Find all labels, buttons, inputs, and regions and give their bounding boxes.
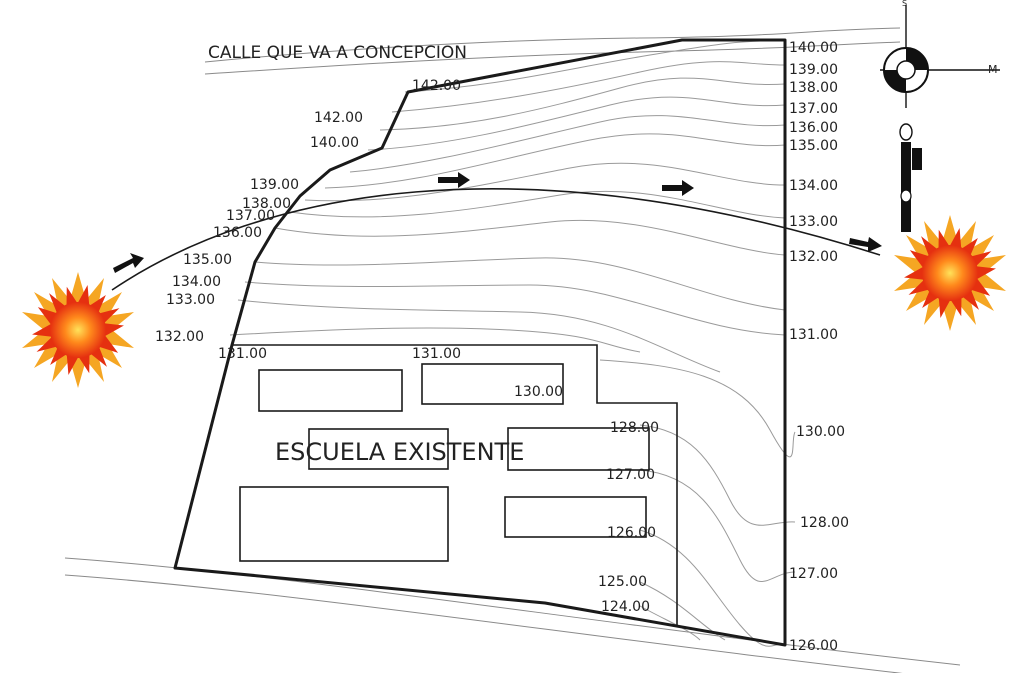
- contour-label: 134.00: [789, 178, 838, 194]
- contour-label: 134.00: [172, 274, 221, 290]
- contour-lines: [229, 39, 796, 647]
- contour-label: 127.00: [789, 566, 838, 582]
- school-outline: [232, 344, 678, 625]
- contour-label: 128.00: [610, 420, 659, 436]
- contour-label-top: 142.00: [412, 78, 461, 94]
- arrow-icon: [113, 253, 144, 273]
- street-label: CALLE QUE VA A CONCEPCION: [208, 43, 467, 63]
- contour-label: 132.00: [155, 329, 204, 345]
- contour-label: 137.00: [226, 208, 275, 224]
- contour-label: 132.00: [789, 249, 838, 265]
- contour-label: 131.00: [412, 346, 461, 362]
- contour-labels-left: 142.00 140.00 139.00 138.00 137.00 136.0…: [155, 110, 363, 345]
- contour-label: 135.00: [789, 138, 838, 154]
- contour-labels-interior: 131.00 131.00 130.00 128.00 127.00 126.0…: [218, 346, 659, 615]
- contour-label: 142.00: [314, 110, 363, 126]
- arrow-icon: [849, 237, 882, 252]
- contour-label: 136.00: [789, 120, 838, 136]
- compass-north-label: S: [902, 0, 907, 8]
- contour-label: 124.00: [601, 599, 650, 615]
- sun-path: [111, 188, 881, 291]
- contour-label: 136.00: [213, 225, 262, 241]
- contour-label: 126.00: [607, 525, 656, 541]
- contour-label: 135.00: [183, 252, 232, 268]
- compass-icon: S M: [880, 0, 1000, 108]
- contour-label: 139.00: [250, 177, 299, 193]
- contour-label: 125.00: [598, 574, 647, 590]
- contour-label: 127.00: [606, 467, 655, 483]
- contour-label: 139.00: [789, 62, 838, 78]
- contour-label: 137.00: [789, 101, 838, 117]
- marker-icon: [899, 123, 922, 232]
- contour-label: 128.00: [800, 515, 849, 531]
- contour-label: 133.00: [166, 292, 215, 308]
- contour-label: 140.00: [789, 40, 838, 56]
- arrow-icon: [438, 172, 470, 188]
- contour-label: 133.00: [789, 214, 838, 230]
- compass-east-label: M: [988, 63, 998, 76]
- sun-icon: [894, 215, 1006, 331]
- contour-label: 138.00: [242, 196, 291, 212]
- contour-label: 130.00: [514, 384, 563, 400]
- contour-label: 138.00: [789, 80, 838, 96]
- contour-labels-right: 140.00 139.00 138.00 137.00 136.00 135.0…: [789, 40, 849, 654]
- contour-label: 131.00: [789, 327, 838, 343]
- school-label: ESCUELA EXISTENTE: [275, 438, 524, 466]
- property-boundary: [173, 38, 787, 647]
- contour-label: 140.00: [310, 135, 359, 151]
- contour-label: 126.00: [789, 638, 838, 654]
- street-lines: [64, 27, 961, 673]
- contour-label: 130.00: [796, 424, 845, 440]
- buildings: [239, 363, 650, 562]
- arrow-icon: [662, 180, 694, 196]
- contour-label: 131.00: [218, 346, 267, 362]
- sun-icon: [22, 272, 134, 388]
